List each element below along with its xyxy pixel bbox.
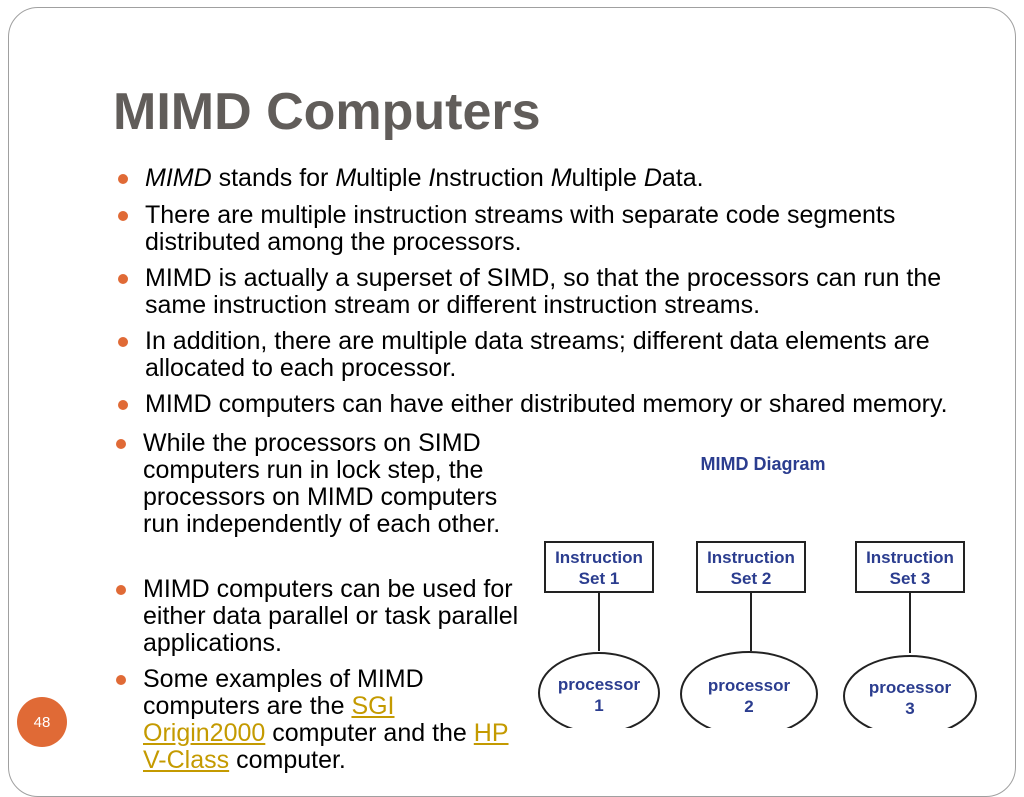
svg-text:Set 3: Set 3 [890,569,931,588]
bullet-lock-step: While the processors on SIMD computers r… [116,430,523,538]
link-sgi-origin2000[interactable]: SGI Origin2000 [143,692,395,747]
bullet-memory: MIMD computers can have either distribut… [118,391,975,418]
svg-text:2: 2 [744,697,753,716]
bullet-superset-simd: MIMD is actually a superset of SIMD, so … [118,265,975,319]
page-number-badge: 48 [17,697,67,747]
processor-2: processor 2 [680,651,818,728]
svg-text:1: 1 [594,696,603,715]
instruction-set-3: Instruction Set 3 [855,541,965,593]
instruction-set-2: Instruction Set 2 [696,541,806,593]
svg-text:processor: processor [869,678,952,697]
svg-text:Instruction: Instruction [866,548,954,567]
bullet-mimd-definition: MIMD stands for Multiple Instruction Mul… [118,165,975,192]
bullet-data-streams: In addition, there are multiple data str… [118,328,975,382]
svg-text:Instruction: Instruction [555,548,643,567]
slide-title: MIMD Computers [113,83,541,141]
bullet-parallel-apps: MIMD computers can be used for either da… [116,576,523,657]
instruction-set-1: Instruction Set 1 [544,541,654,593]
processor-1: processor 1 [538,652,660,728]
bullet-examples: Some examples of MIMD computers are the … [116,666,523,774]
svg-text:processor: processor [558,675,641,694]
svg-text:Set 1: Set 1 [579,569,620,588]
mimd-diagram: MIMD Diagram Instruction Set 1 Instructi… [538,454,977,728]
svg-text:Set 2: Set 2 [731,569,772,588]
processor-3: processor 3 [843,655,977,728]
svg-text:3: 3 [905,699,914,718]
svg-text:processor: processor [708,676,791,695]
bullet-instruction-streams: There are multiple instruction streams w… [118,202,975,256]
diagram-title: MIMD Diagram [700,454,825,474]
svg-text:Instruction: Instruction [707,548,795,567]
